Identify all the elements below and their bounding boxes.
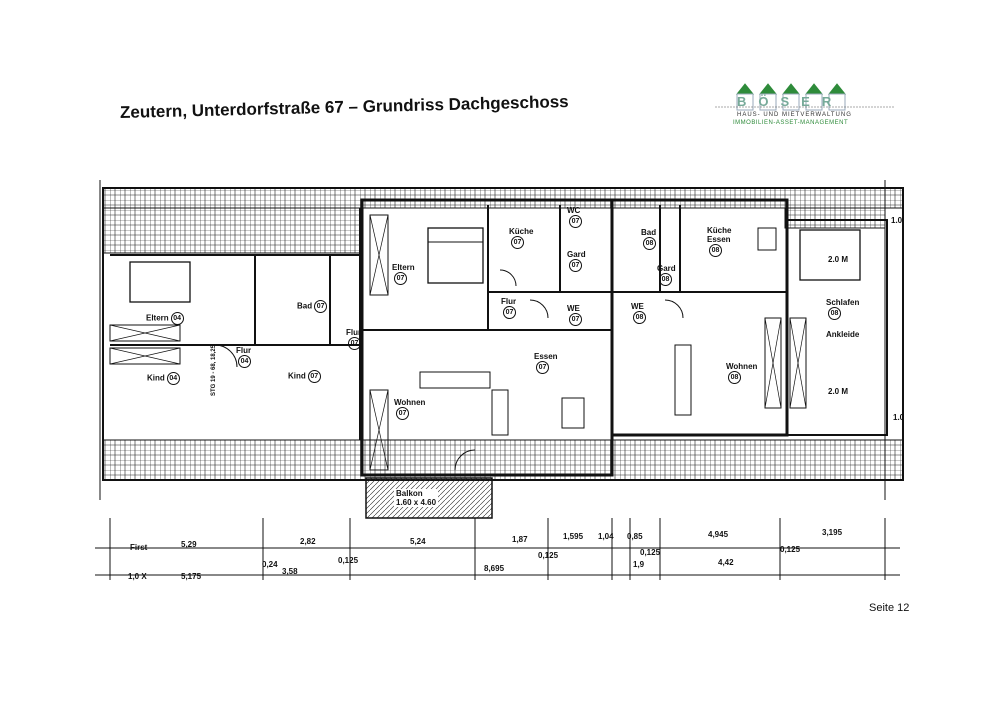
- dim-mid: 0,125: [538, 551, 559, 560]
- room-name: WE: [631, 302, 644, 311]
- room-number: 08: [659, 273, 672, 286]
- room-number: 07: [348, 337, 361, 350]
- room-number: 07: [569, 215, 582, 228]
- room-name: Kind: [147, 373, 165, 383]
- dim-first: First: [130, 543, 148, 552]
- room-name: Flur: [236, 346, 252, 355]
- dim-mid: 0,125: [780, 545, 801, 554]
- room-number: 04: [170, 312, 184, 325]
- room-name: Balkon: [396, 489, 423, 498]
- room-number: 07: [569, 313, 582, 326]
- room-number: 08: [728, 371, 741, 384]
- room-number: 07: [536, 361, 549, 374]
- room-name: Essen: [534, 352, 558, 361]
- dim-bottom: 8,695: [484, 564, 505, 573]
- room-name: Küche Essen: [707, 226, 732, 244]
- room-name: Bad: [297, 301, 313, 311]
- dim-bottom: 3,58: [282, 567, 298, 576]
- dim-top: 0,85: [627, 532, 643, 541]
- room-name: Wohnen: [726, 362, 758, 371]
- dim-top: 1,87: [512, 535, 528, 544]
- dim-bottom: 1,9: [633, 560, 645, 569]
- room-number: 07: [396, 407, 409, 420]
- room-ankleide: Ankleide: [826, 330, 860, 339]
- room-name: Kind: [288, 371, 306, 381]
- logo-letters: BÖSER: [737, 94, 844, 109]
- dim-bottom: 4,42: [718, 558, 734, 567]
- dim-mid: 0,125: [640, 548, 661, 557]
- room-name: Eltern: [146, 313, 169, 323]
- height-mark-2: 2.0 M: [828, 387, 849, 396]
- room-number: 07: [511, 236, 524, 249]
- dim-mid: 0,24: [262, 560, 278, 569]
- room-number: 04: [166, 372, 180, 385]
- room-name: WE: [567, 304, 580, 313]
- dim-top: 5,29: [181, 540, 197, 549]
- room-number: 08: [633, 311, 646, 324]
- room-number: 07: [394, 272, 407, 285]
- room-name: Schlafen: [826, 298, 860, 307]
- dim-mid: 0,125: [338, 556, 359, 565]
- room-name: Gard: [657, 264, 676, 273]
- height-mark-1: 2.0 M: [828, 255, 849, 264]
- room-name: WC: [567, 206, 581, 215]
- room-name: Gard: [567, 250, 586, 259]
- room-name: Eltern: [392, 263, 415, 272]
- balkon-size: 1.60 x 4.60: [396, 498, 437, 507]
- room-number: 08: [643, 237, 656, 250]
- company-logo: BÖSER HAUS- UND MIETVERWALTUNG IMMOBILIE…: [715, 80, 905, 140]
- room-number: 07: [307, 370, 321, 383]
- room-number: 07: [569, 259, 582, 272]
- room-name: Wohnen: [394, 398, 426, 407]
- edge-mark-2: 1.0: [893, 413, 905, 422]
- dim-top: 2,82: [300, 537, 316, 546]
- room-number: 07: [503, 306, 516, 319]
- dim-bottom: 1,0 X: [128, 572, 147, 581]
- room-number: 08: [709, 244, 722, 257]
- room-number: 07: [314, 300, 328, 313]
- logo-line1: HAUS- UND MIETVERWALTUNG: [737, 112, 852, 118]
- page-number: Seite 12: [869, 602, 910, 614]
- dim-top: 5,24: [410, 537, 426, 546]
- dim-top: 3,195: [822, 528, 843, 537]
- room-name: Flur: [346, 328, 362, 337]
- room-name: Flur: [501, 297, 517, 306]
- dim-top: 1,595: [563, 532, 584, 541]
- stairs-label: STG 19 - 68, 18,25: [211, 344, 217, 396]
- room-name: Küche: [509, 227, 534, 236]
- dim-top: 4,945: [708, 530, 729, 539]
- room-name: Bad: [641, 228, 657, 237]
- logo-line2: IMMOBILIEN-ASSET-MANAGEMENT: [733, 120, 849, 126]
- dim-bottom: 5,175: [181, 572, 202, 581]
- room-number: 04: [238, 355, 251, 368]
- room-number: 08: [828, 307, 841, 320]
- edge-mark-1: 1.0: [891, 216, 903, 225]
- dim-top: 1,04: [598, 532, 614, 541]
